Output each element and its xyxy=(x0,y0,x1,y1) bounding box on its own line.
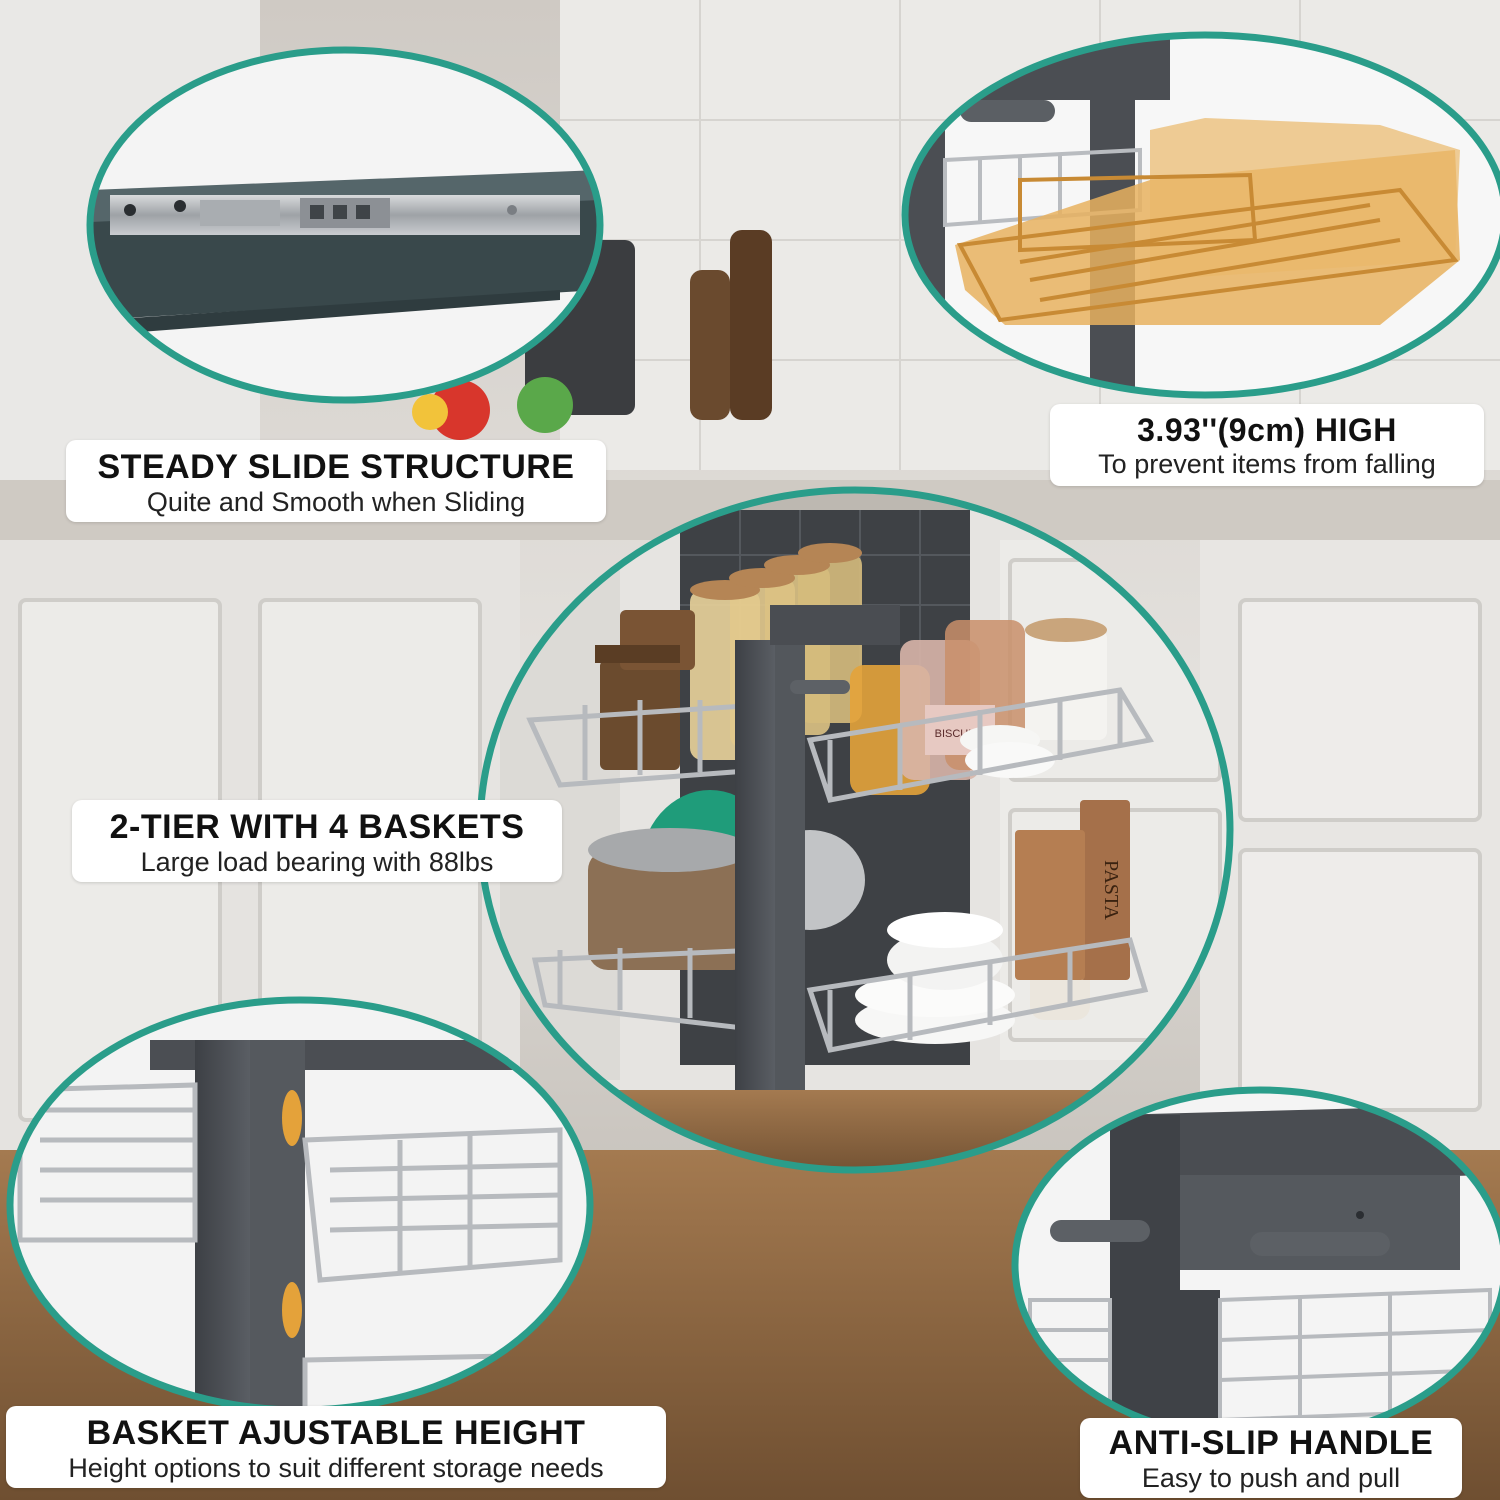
upper-right-basket xyxy=(806,687,1154,803)
caption-subtitle: Easy to push and pull xyxy=(1141,1463,1401,1493)
caption-adjustable-height: BASKET AJUSTABLE HEIGHT Height options t… xyxy=(6,1406,666,1488)
caption-subtitle: To prevent items from falling xyxy=(1098,449,1436,479)
caption-basket-height: 3.93''(9cm) HIGH To prevent items from f… xyxy=(1050,404,1484,486)
plates-and-bowls: PASTA xyxy=(855,800,1130,1044)
adjustable-height-detail xyxy=(6,996,594,1414)
caption-two-tier: 2-TIER WITH 4 BASKETS Large load bearing… xyxy=(72,800,562,882)
caption-subtitle: Height options to suit different storage… xyxy=(68,1453,604,1483)
caption-title: 3.93''(9cm) HIGH xyxy=(1137,412,1397,448)
caption-subtitle: Quite and Smooth when Sliding xyxy=(146,487,526,517)
caption-title: ANTI-SLIP HANDLE xyxy=(1108,1424,1434,1462)
caption-title: STEADY SLIDE STRUCTURE xyxy=(97,448,575,486)
caption-title: BASKET AJUSTABLE HEIGHT xyxy=(86,1414,586,1452)
pasta-label: PASTA xyxy=(1100,860,1122,920)
basket-height-detail xyxy=(901,31,1500,399)
highlighted-basket xyxy=(955,118,1460,325)
caption-subtitle: Large load bearing with 88lbs xyxy=(140,847,494,877)
handle-detail xyxy=(1011,1086,1500,1444)
caption-slide-structure: STEADY SLIDE STRUCTURE Quite and Smooth … xyxy=(66,440,606,522)
lower-right-basket xyxy=(806,937,1149,1053)
caption-title: 2-TIER WITH 4 BASKETS xyxy=(109,808,525,846)
caption-anti-slip-handle: ANTI-SLIP HANDLE Easy to push and pull xyxy=(1080,1418,1462,1498)
main-rack-scene: BISCUITS PASTA xyxy=(476,486,1234,1174)
rack-center-post xyxy=(735,605,900,1090)
slide-rail-detail xyxy=(86,46,604,404)
